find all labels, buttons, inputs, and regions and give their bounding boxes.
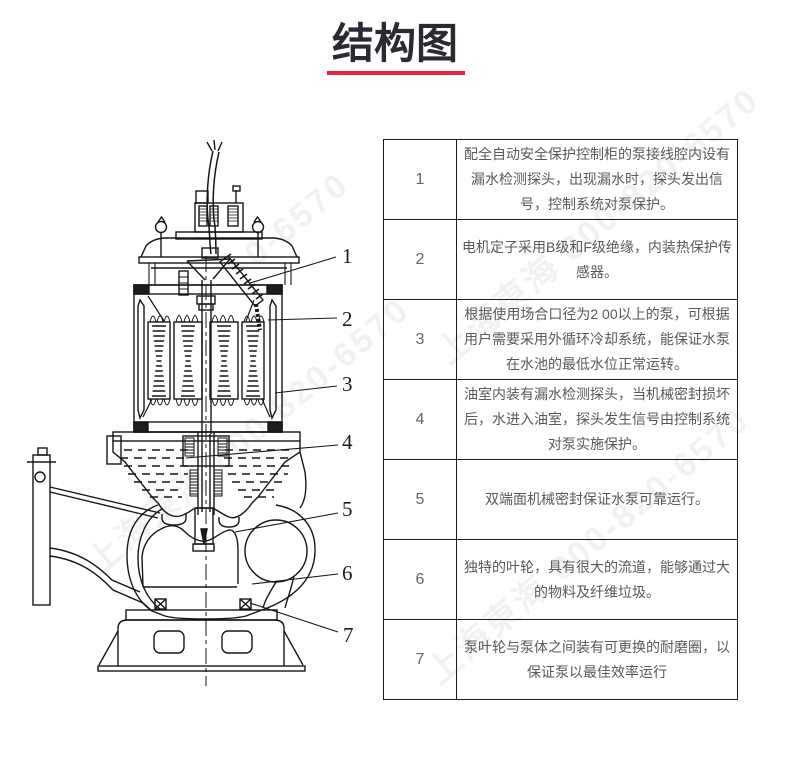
svg-text:6: 6 — [342, 561, 353, 585]
svg-text:2: 2 — [342, 307, 353, 331]
svg-text:3: 3 — [342, 372, 353, 396]
svg-text:5: 5 — [342, 497, 353, 521]
svg-text:7: 7 — [343, 623, 354, 647]
svg-text:4: 4 — [342, 430, 353, 454]
svg-text:1: 1 — [342, 244, 353, 268]
